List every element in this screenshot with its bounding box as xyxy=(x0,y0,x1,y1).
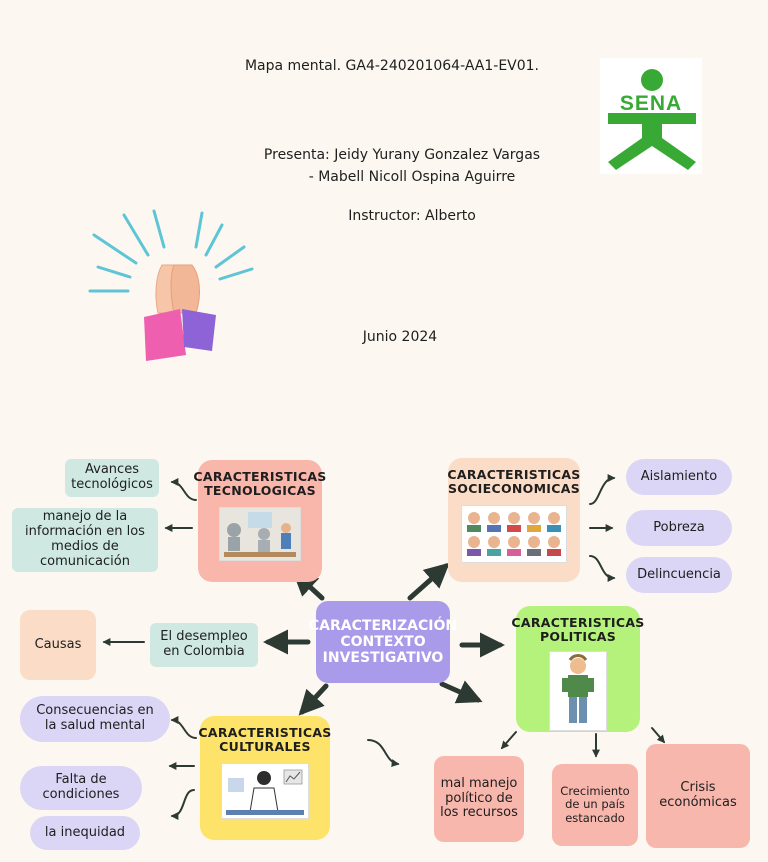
arrow-to-consecuencias xyxy=(170,716,197,739)
category-culturales-title: CARACTERISTICAS CULTURALES xyxy=(198,725,332,755)
sena-logo-text: SENA xyxy=(619,92,683,115)
arrow-to-politicas-items xyxy=(439,680,483,704)
desempleo-node: El desempleo en Colombia xyxy=(150,623,258,667)
politicas-item-mal-manejo: mal manejo político de los recursos xyxy=(434,756,524,842)
date-line: Junio 2024 xyxy=(362,329,438,345)
politicas-item-crisis: Crisis económicas xyxy=(646,744,750,848)
category-politicas: CARACTERISTICAS POLITICAS xyxy=(511,606,644,732)
squiggle-arrow xyxy=(367,739,400,768)
arrow-to-crisis xyxy=(651,727,666,744)
politician-illustration xyxy=(549,650,607,731)
politicas-item-crecimiento: Crecimiento de un país estancado xyxy=(552,764,638,846)
culturales-item-falta: Falta de condiciones xyxy=(20,766,142,810)
hands-icon xyxy=(144,264,216,361)
sena-logo: SENA xyxy=(600,58,702,174)
arrow-to-socioeconomicas xyxy=(407,562,450,601)
sparkle-lines-icon xyxy=(88,209,254,293)
people-illustration xyxy=(461,504,567,563)
category-tecnologicas-title: CARACTERISTICAS TECNOLOGICAS xyxy=(193,469,327,499)
arrow-to-culturales xyxy=(298,683,329,716)
arrow-to-inequidad xyxy=(170,789,195,820)
category-socioeconomicas-title: CARACTERISTICAS SOCIECONOMICAS xyxy=(447,467,581,497)
category-politicas-title: CARACTERISTICAS POLITICAS xyxy=(511,615,645,645)
socio-item-delincuencia: Delincuencia xyxy=(626,557,732,593)
robots-illustration xyxy=(219,506,301,561)
tecnologicas-item-avances: Avances tecnológicos xyxy=(65,459,159,497)
category-socioeconomicas: CARACTERISTICAS SOCIECONOMICAS xyxy=(447,458,581,582)
socio-item-pobreza: Pobreza xyxy=(626,510,732,546)
arrow-to-aislamiento xyxy=(589,474,616,505)
arrow-to-delincuencia xyxy=(589,555,616,582)
category-culturales: CARACTERISTICAS CULTURALES xyxy=(198,716,332,840)
document-title: Mapa mental. GA4-240201064-AA1-EV01. xyxy=(244,58,540,74)
arrow-to-mal-manejo xyxy=(500,731,517,750)
culturales-item-consecuencias: Consecuencias en la salud mental xyxy=(20,696,170,742)
arrow-to-avances xyxy=(170,478,197,501)
woman-culture-illustration xyxy=(221,762,309,819)
instructor-line: Instructor: Alberto xyxy=(348,208,476,224)
culturales-item-inequidad: la inequidad xyxy=(30,816,140,850)
high-five-illustration xyxy=(88,209,254,361)
center-node: CARACTERIZACIÓN CONTEXTO INVESTIGATIVO xyxy=(309,601,457,683)
category-tecnologicas: CARACTERISTICAS TECNOLOGICAS xyxy=(193,460,326,582)
presenta-line-1: Presenta: Jeidy Yurany Gonzalez Vargas xyxy=(263,147,541,163)
causas-node: Causas xyxy=(20,610,96,680)
presenta-line-2: - Mabell Nicoll Ospina Aguirre xyxy=(308,169,516,185)
sena-logo-icon xyxy=(608,69,696,170)
socio-item-aislamiento: Aislamiento xyxy=(626,459,732,495)
tecnologicas-item-manejo-info: manejo de la información en los medios d… xyxy=(12,508,158,572)
